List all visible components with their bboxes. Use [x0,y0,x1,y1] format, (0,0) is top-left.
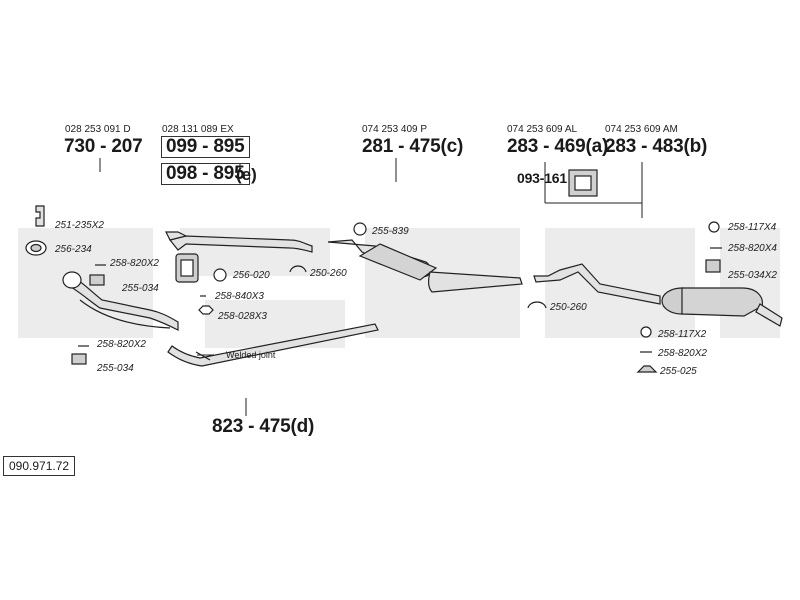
part-code: 258-117X2 [658,329,707,340]
front-silencer-outlet [428,271,523,293]
rubber-mount-icon [71,353,87,365]
part-number: 093-161 [517,170,567,186]
part-number: 283 - 483(b) [605,136,708,157]
clamp-icon [289,265,307,273]
part-number: 283 - 469(a) [507,136,609,157]
part-code: 258-820X2 [658,348,707,359]
welded-joint [195,351,211,361]
gasket-ring-icon [213,268,227,282]
part-code: 255-025 [660,366,697,377]
part-suffix: (e) [236,165,257,184]
catalog-number: 090.971.72 [3,456,76,476]
part-code: 258-820X2 [110,258,159,269]
rear-silencer-body [681,287,763,317]
front-downpipe [62,275,179,331]
gasket-ring-icon [708,221,720,233]
oem-number: 074 253 609 AL [507,124,578,135]
nut-icon [198,305,214,315]
middle-pipe [167,323,379,367]
pipe-edge [79,299,171,329]
part-number: 281 - 475(c) [362,136,464,157]
part-code: 250-260 [550,302,587,313]
clamp-icon [527,301,547,309]
tailpipe [755,303,783,327]
oem-number: 074 253 609 AM [605,124,678,135]
pipe-flange [62,271,82,289]
part-code: 255-034X2 [728,270,777,281]
part-code: 256-020 [233,270,270,281]
part-number: 099 - 895 [161,136,250,158]
part-code: 258-117X4 [728,222,777,233]
part-code: 255-034 [97,363,134,374]
part-code: 255-839 [372,226,409,237]
front-silencer-body [358,243,438,281]
part-code: 258-820X2 [97,339,146,350]
rubber-mount-icon [89,274,105,286]
bracket-icon [35,205,45,227]
oem-number: 028 253 091 D [65,124,131,135]
watermark-block [545,228,695,338]
part-code: 251-235X2 [55,220,104,231]
watermark-block [180,228,330,276]
rear-pipe [533,263,661,305]
part-number: 730 - 207 [64,136,143,157]
pipe-bend [165,231,188,241]
catalyst-window [180,259,194,277]
part-code: 250-260 [310,268,347,279]
part-code: 258-028X3 [218,311,267,322]
part-code: 258-820X4 [728,243,777,254]
oem-number: 028 131 089 EX [162,124,234,135]
rubber-mount-icon [705,259,721,273]
part-code: 255-034 [122,283,159,294]
intermediate-pipe [168,235,313,253]
gasket-ring-icon [640,326,652,338]
part-number: 823 - 475(d) [212,416,315,437]
part-code: 258-840X3 [215,291,264,302]
hanger-icon [636,365,658,373]
oem-number: 074 253 409 P [362,124,428,135]
mount-bracket-inner [574,175,592,191]
part-code: 256-234 [55,244,92,255]
part-number: 098 - 895 [161,163,250,185]
welded-joint-label: Welded joint [226,350,276,360]
gasket-ring-icon [353,222,367,236]
